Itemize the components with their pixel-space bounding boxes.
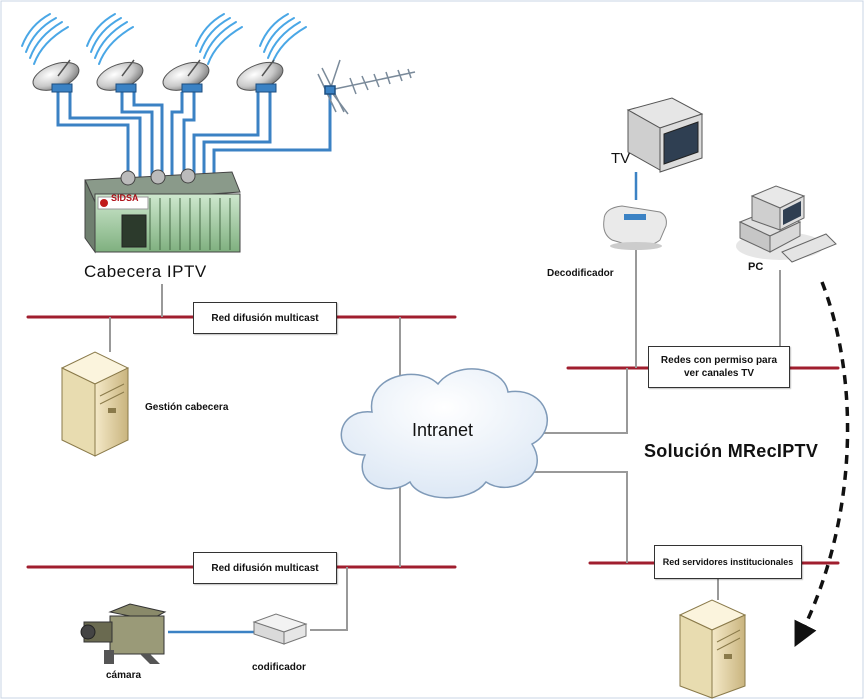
pc-icon — [736, 185, 837, 263]
tv-icon — [626, 97, 704, 173]
headend-mgmt-label: Gestión cabecera — [145, 402, 229, 413]
iptv-headend-rack — [84, 168, 241, 254]
decoder-icon — [603, 205, 667, 250]
headend-brand: SIDSA — [111, 193, 139, 203]
terrestrial-antenna-icon — [317, 59, 416, 115]
encoder-icon — [252, 613, 308, 645]
coax-cables — [56, 92, 332, 180]
headend-label: Cabecera IPTV — [84, 262, 207, 281]
encoder-label: codificador — [252, 662, 306, 673]
network-links — [109, 248, 781, 631]
pc-label: PC — [748, 261, 764, 273]
satellite-dish-icon — [162, 59, 210, 93]
camera-label: cámara — [106, 670, 142, 681]
satellite-dish-icon — [236, 59, 284, 93]
signal-wave-icon — [86, 13, 134, 65]
signal-waves-group — [21, 13, 307, 65]
institutional-server-icon — [678, 599, 747, 699]
net-label-tv-permission: Redes con permiso para ver canales TV — [648, 346, 790, 388]
solution-arrow — [794, 281, 850, 647]
net-label-multicast-bottom: Red difusión multicast — [193, 552, 337, 584]
solution-label: Solución MRecIPTV — [644, 441, 819, 461]
signal-wave-icon — [21, 13, 69, 65]
net-label-institutional-servers: Red servidores institucionales — [654, 545, 802, 579]
camera-icon — [80, 603, 167, 664]
decoder-label: Decodificador — [547, 268, 614, 279]
satellite-dish-icon — [32, 59, 80, 93]
net-label-multicast-top: Red difusión multicast — [193, 302, 337, 334]
intranet-label: Intranet — [412, 420, 474, 440]
satellite-dish-icon — [96, 59, 144, 93]
tv-label: TV — [611, 150, 631, 167]
intranet-cloud-icon — [340, 368, 549, 499]
signal-wave-icon — [195, 13, 243, 65]
headend-management-server-icon — [60, 351, 130, 457]
signal-wave-icon — [259, 13, 307, 65]
